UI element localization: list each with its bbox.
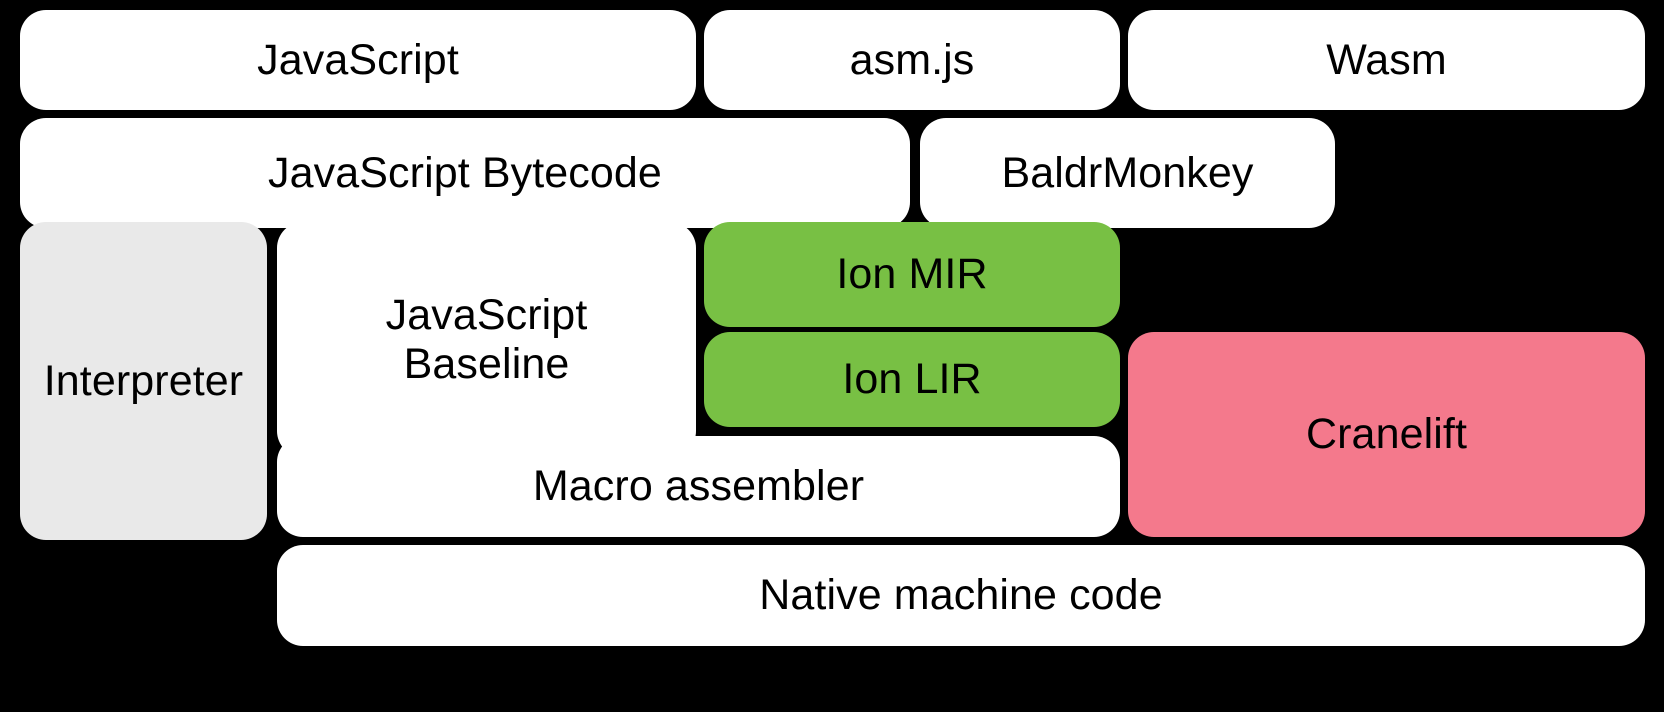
node-native-machine-code[interactable]: Native machine code bbox=[277, 545, 1645, 646]
node-interpreter[interactable]: Interpreter bbox=[20, 222, 267, 540]
node-ion-lir[interactable]: Ion LIR bbox=[704, 332, 1120, 427]
node-cranelift[interactable]: Cranelift bbox=[1128, 332, 1645, 537]
node-ion-mir[interactable]: Ion MIR bbox=[704, 222, 1120, 327]
node-javascript[interactable]: JavaScript bbox=[20, 10, 696, 110]
node-asm-js[interactable]: asm.js bbox=[704, 10, 1120, 110]
node-wasm[interactable]: Wasm bbox=[1128, 10, 1645, 110]
node-javascript-bytecode[interactable]: JavaScript Bytecode bbox=[20, 118, 910, 228]
node-javascript-baseline[interactable]: JavaScript Baseline bbox=[277, 222, 696, 457]
node-baldrmonkey[interactable]: BaldrMonkey bbox=[920, 118, 1335, 228]
node-macro-assembler[interactable]: Macro assembler bbox=[277, 436, 1120, 537]
